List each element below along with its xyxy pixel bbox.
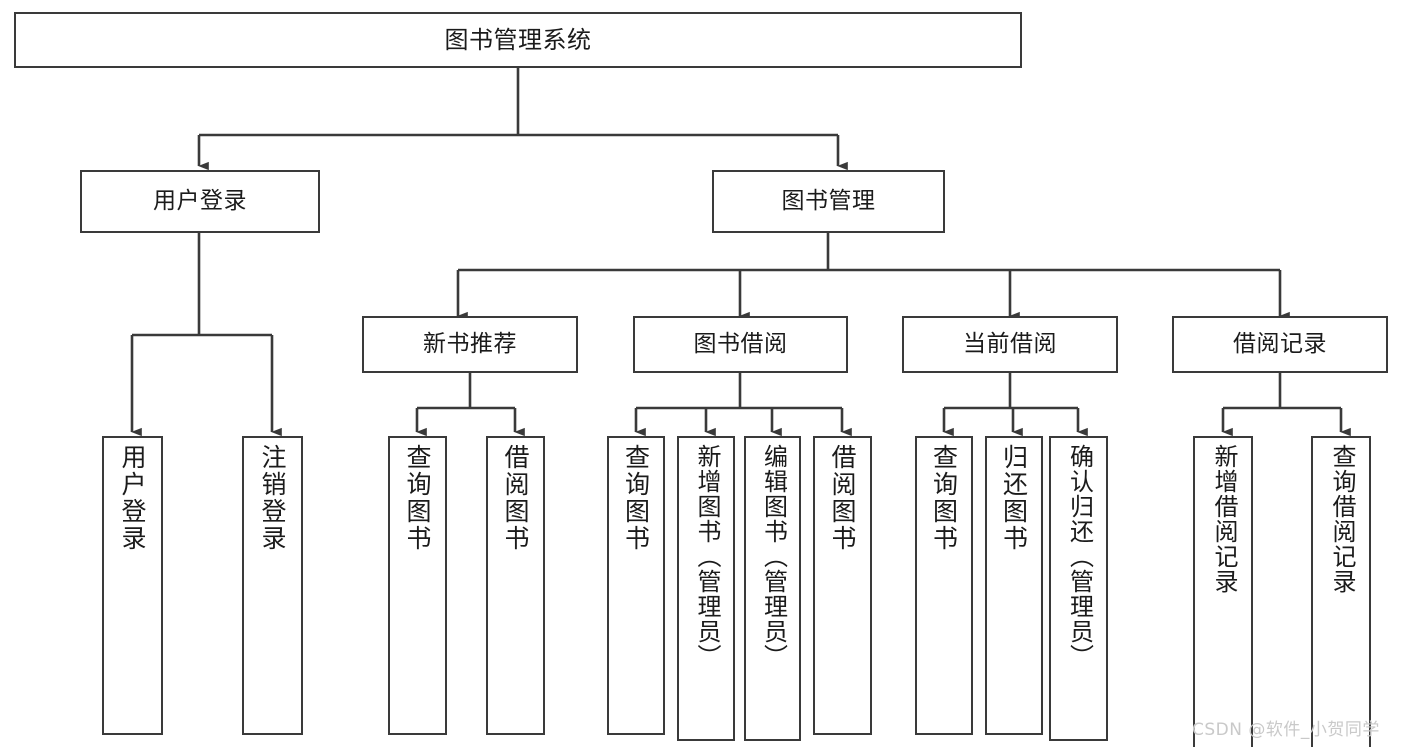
node-label: 图书管理 xyxy=(781,188,876,215)
node-label: 新增借阅记录 xyxy=(1209,444,1238,594)
node-label: 编辑图书（管理员） xyxy=(759,444,788,669)
leaf-query-book-3[interactable]: 查询图书 xyxy=(915,436,973,735)
leaf-logout-login[interactable]: 注销登录 xyxy=(242,436,303,735)
leaf-return-book[interactable]: 归还图书 xyxy=(985,436,1043,735)
node-label: 借阅图书 xyxy=(828,444,857,552)
node-book-manage[interactable]: 图书管理 xyxy=(712,170,945,233)
leaf-borrow-book-2[interactable]: 借阅图书 xyxy=(813,436,872,735)
node-label: 借阅图书 xyxy=(501,444,530,552)
node-label: 新增图书（管理员） xyxy=(692,444,721,669)
leaf-edit-book[interactable]: 编辑图书（管理员） xyxy=(744,436,801,741)
node-label: 查询图书 xyxy=(621,444,651,552)
leaf-query-book-1[interactable]: 查询图书 xyxy=(388,436,447,735)
leaf-add-book[interactable]: 新增图书（管理员） xyxy=(677,436,735,741)
node-label: 图书借阅 xyxy=(693,331,788,358)
node-label: 借阅记录 xyxy=(1233,331,1327,358)
node-label: 用户登录 xyxy=(118,444,147,552)
node-label: 图书管理系统 xyxy=(444,26,592,54)
node-borrow-record[interactable]: 借阅记录 xyxy=(1172,316,1388,373)
node-label: 新书推荐 xyxy=(423,331,517,358)
leaf-add-record[interactable]: 新增借阅记录 xyxy=(1193,436,1253,747)
leaf-query-record[interactable]: 查询借阅记录 xyxy=(1311,436,1371,747)
leaf-user-login[interactable]: 用户登录 xyxy=(102,436,163,735)
node-label: 确认归还（管理员） xyxy=(1065,444,1094,669)
leaf-borrow-book-1[interactable]: 借阅图书 xyxy=(486,436,545,735)
node-label: 用户登录 xyxy=(153,188,247,215)
node-root-book-management-system[interactable]: 图书管理系统 xyxy=(14,12,1022,68)
csdn-watermark: CSDN @软件_小贺同学 xyxy=(1192,720,1380,740)
node-label: 查询借阅记录 xyxy=(1327,444,1356,594)
leaf-confirm-return[interactable]: 确认归还（管理员） xyxy=(1049,436,1108,741)
node-label: 当前借阅 xyxy=(963,331,1057,358)
node-new-book-recommend[interactable]: 新书推荐 xyxy=(362,316,578,373)
node-label: 归还图书 xyxy=(999,444,1029,552)
node-label: 查询图书 xyxy=(403,444,432,552)
node-label: 注销登录 xyxy=(258,444,287,552)
node-user-login[interactable]: 用户登录 xyxy=(80,170,320,233)
node-current-borrow[interactable]: 当前借阅 xyxy=(902,316,1118,373)
node-book-borrow[interactable]: 图书借阅 xyxy=(633,316,848,373)
leaf-query-book-2[interactable]: 查询图书 xyxy=(607,436,665,735)
node-label: 查询图书 xyxy=(929,444,959,552)
